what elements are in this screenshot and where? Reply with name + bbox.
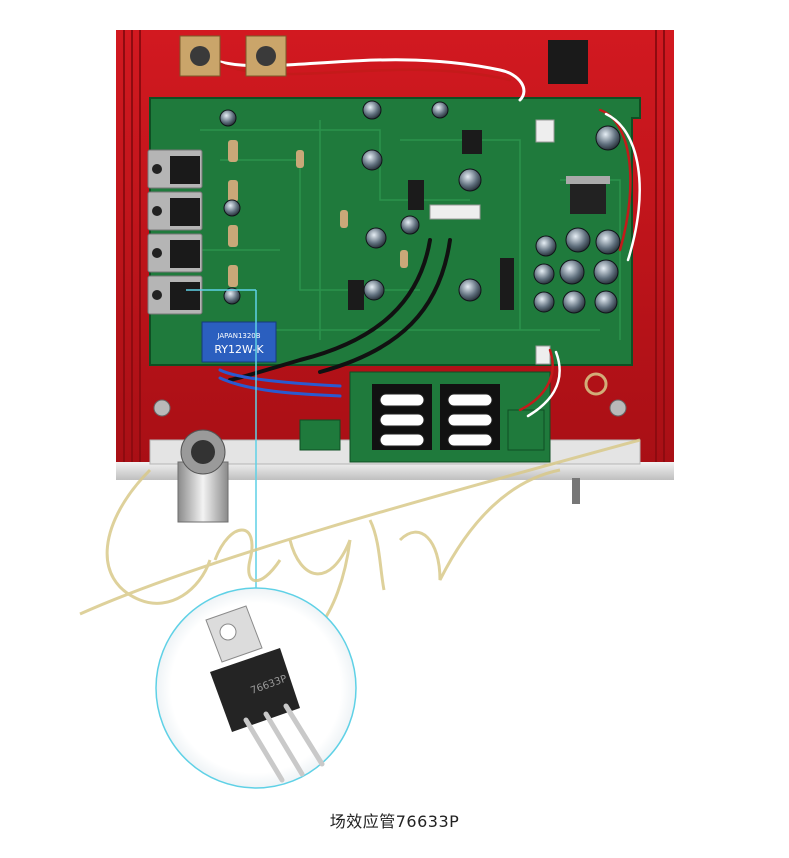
relay-label: RY12W-K (214, 343, 264, 356)
mosfet-row (147, 149, 203, 315)
jack-board (299, 371, 551, 463)
relay: JAPAN1320B RY12W-K (201, 321, 277, 363)
callout-line (186, 289, 257, 588)
main-pcb (149, 97, 641, 366)
rca-jacks (179, 35, 588, 84)
zoom-circle: 76633P (155, 587, 357, 789)
relay-code: JAPAN1320B (216, 332, 260, 340)
caption: 场效应管76633P (329, 812, 460, 831)
wiring (188, 46, 641, 418)
